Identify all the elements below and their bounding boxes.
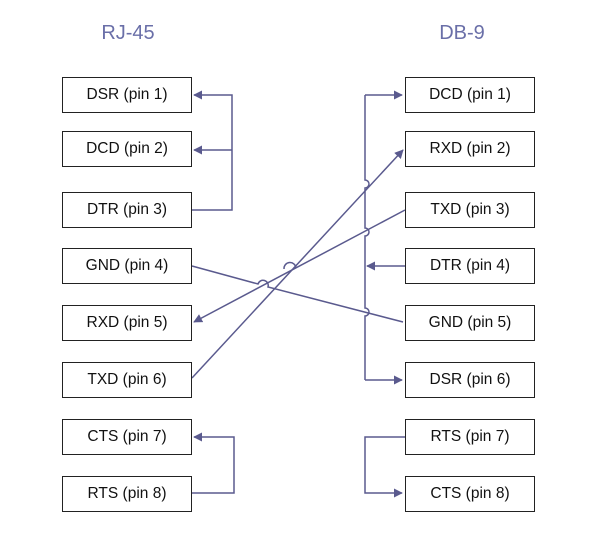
rj45-title: RJ-45	[101, 22, 155, 44]
db9-pin-7: RTS (pin 7)	[405, 419, 535, 455]
wire-rj45-txd-to-db9-rxd	[191, 149, 404, 379]
rj45-pin-6: TXD (pin 6)	[62, 362, 192, 398]
rj45-pin-3: DTR (pin 3)	[62, 192, 192, 228]
wire-db9-dtr-bus	[364, 95, 370, 380]
db9-pin-1: DCD (pin 1)	[405, 77, 535, 113]
rj45-pin-2: DCD (pin 2)	[62, 131, 192, 167]
db9-pin-8: CTS (pin 8)	[405, 476, 535, 512]
wire-rj45-rts-loop	[192, 432, 235, 494]
rj45-pin-8: RTS (pin 8)	[62, 476, 192, 512]
wire-hop-rj45-txd	[283, 261, 297, 270]
rj45-pin-1: DSR (pin 1)	[62, 77, 192, 113]
wire-gnd-to-gnd	[191, 265, 404, 323]
db9-pin-3: TXD (pin 3)	[405, 192, 535, 228]
db9-pin-6: DSR (pin 6)	[405, 362, 535, 398]
wire-db9-rts-loop	[364, 436, 405, 498]
wire-db9-txd-to-rj45-rxd	[193, 209, 406, 323]
rj45-pin-5: RXD (pin 5)	[62, 305, 192, 341]
wire-rj45-dtr-loop	[192, 90, 233, 211]
rj45-pin-4: GND (pin 4)	[62, 248, 192, 284]
db9-pin-4: DTR (pin 4)	[405, 248, 535, 284]
db9-title: DB-9	[439, 22, 485, 44]
rj45-pin-7: CTS (pin 7)	[62, 419, 192, 455]
db9-pin-2: RXD (pin 2)	[405, 131, 535, 167]
db9-pin-5: GND (pin 5)	[405, 305, 535, 341]
